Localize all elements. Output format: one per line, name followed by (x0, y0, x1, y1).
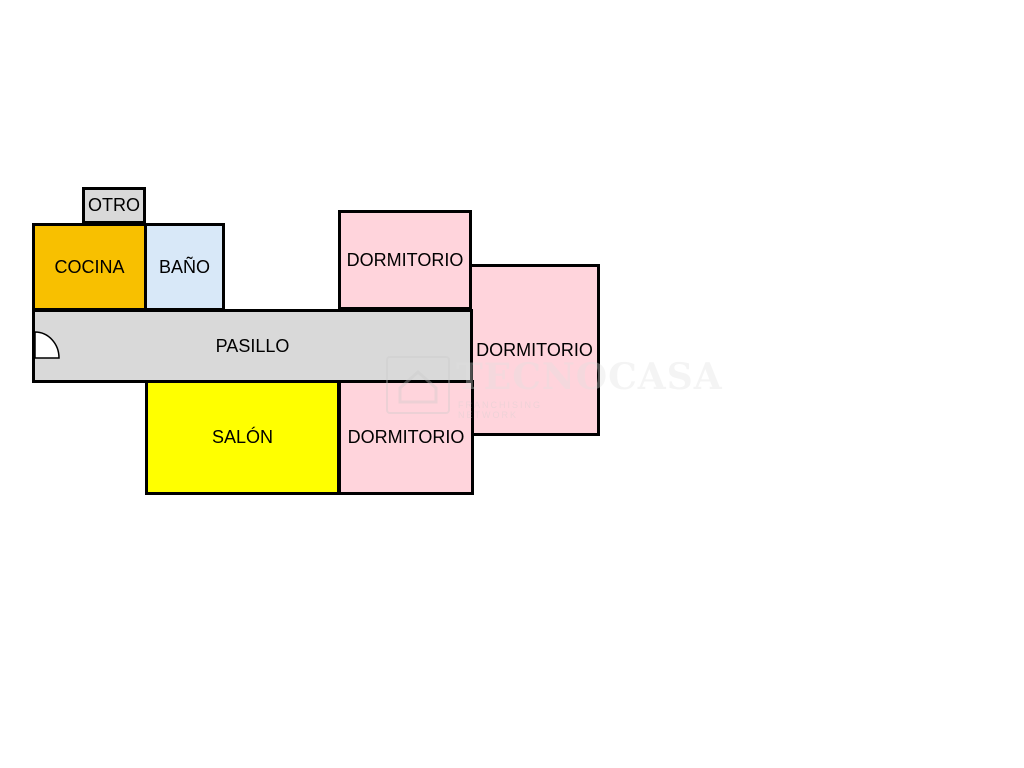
room-cocina-label: COCINA (54, 256, 125, 277)
room-salon[interactable]: SALÓN (145, 380, 340, 495)
room-dormitorio-right[interactable]: DORMITORIO (469, 264, 600, 436)
room-otro[interactable]: OTRO (82, 187, 146, 224)
room-otro-label: OTRO (88, 195, 140, 215)
room-dormitorio-bottom-label: DORMITORIO (347, 427, 465, 447)
room-salon-label: SALÓN (211, 427, 274, 447)
room-dormitorio-top[interactable]: DORMITORIO (338, 210, 472, 310)
room-dormitorio-bottom[interactable]: DORMITORIO (338, 380, 474, 495)
room-dormitorio-right-label: DORMITORIO (476, 339, 593, 360)
room-bano[interactable]: BAÑO (144, 223, 225, 311)
door-icon (34, 331, 60, 359)
room-dormitorio-top-label: DORMITORIO (346, 249, 464, 270)
room-pasillo-label: PASILLO (215, 335, 290, 356)
room-bano-label: BAÑO (158, 256, 210, 277)
room-cocina[interactable]: COCINA (32, 223, 147, 311)
room-pasillo[interactable]: PASILLO (32, 309, 473, 383)
